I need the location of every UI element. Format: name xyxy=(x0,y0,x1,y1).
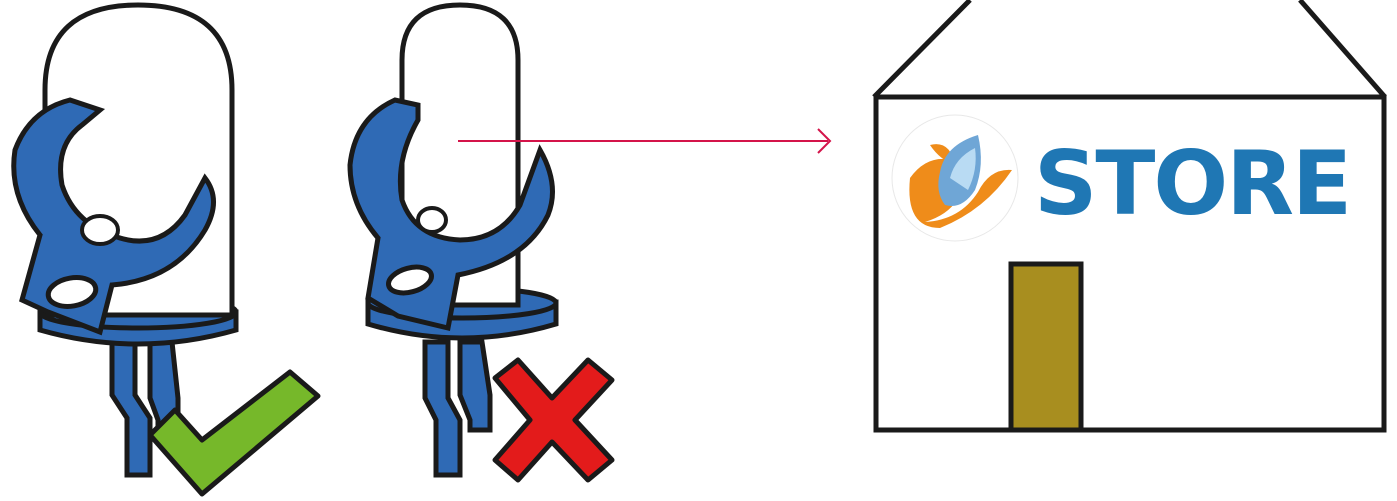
store-roof xyxy=(874,0,970,97)
store-building: STORE xyxy=(874,0,1385,430)
correct-led-assembly xyxy=(14,5,318,494)
store-roof xyxy=(1300,0,1385,97)
cross-icon xyxy=(495,360,612,480)
store-door xyxy=(1011,264,1081,430)
store-label: STORE xyxy=(1034,132,1350,235)
wrong-led-assembly xyxy=(350,5,612,480)
tulip-logo-icon xyxy=(892,115,1018,241)
led-legs xyxy=(425,342,490,475)
